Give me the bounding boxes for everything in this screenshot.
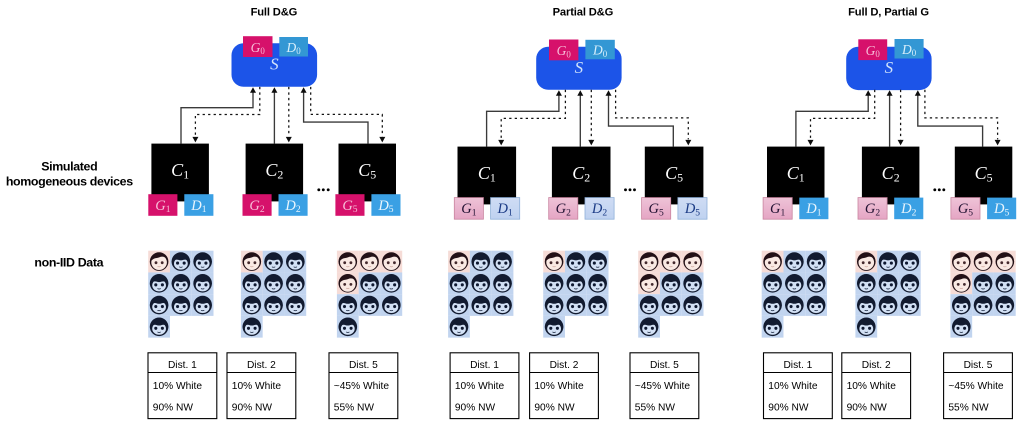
svg-text:homogeneous devices: homogeneous devices [6, 174, 133, 188]
svg-text:55% NW: 55% NW [635, 403, 676, 414]
svg-text:10% White: 10% White [455, 381, 505, 392]
svg-text:90% NW: 90% NW [455, 403, 496, 414]
svg-text:Dist. 5: Dist. 5 [349, 360, 378, 371]
svg-text:Dist. 2: Dist. 2 [550, 360, 579, 371]
svg-text:Dist. 5: Dist. 5 [964, 360, 993, 371]
svg-text:55% NW: 55% NW [334, 403, 375, 414]
svg-text:90% NW: 90% NW [847, 403, 888, 414]
svg-text:90% NW: 90% NW [534, 403, 575, 414]
svg-text:non-IID Data: non-IID Data [34, 256, 103, 270]
svg-text:90% NW: 90% NW [153, 403, 194, 414]
svg-text:~45% White: ~45% White [635, 381, 691, 392]
svg-text:Simulated: Simulated [41, 160, 97, 174]
svg-text:S: S [575, 58, 584, 77]
svg-text:S: S [885, 58, 894, 77]
svg-text:S: S [270, 55, 279, 74]
svg-text:55% NW: 55% NW [948, 403, 989, 414]
svg-text:10% White: 10% White [847, 381, 897, 392]
svg-text:Dist. 1: Dist. 1 [783, 360, 812, 371]
svg-text:10% White: 10% White [768, 381, 818, 392]
svg-text:Dist. 2: Dist. 2 [862, 360, 891, 371]
svg-text:~45% White: ~45% White [334, 381, 390, 392]
svg-text:10% White: 10% White [153, 381, 203, 392]
svg-text:Full D&G: Full D&G [251, 6, 298, 18]
svg-text:Dist. 1: Dist. 1 [168, 360, 197, 371]
svg-text:10% White: 10% White [232, 381, 282, 392]
svg-text:90% NW: 90% NW [768, 403, 809, 414]
svg-text:~45% White: ~45% White [948, 381, 1004, 392]
svg-text:10% White: 10% White [534, 381, 584, 392]
svg-text:90% NW: 90% NW [232, 403, 273, 414]
svg-text:Full D, Partial G: Full D, Partial G [848, 6, 929, 18]
svg-text:Dist. 1: Dist. 1 [470, 360, 499, 371]
svg-text:Partial D&G: Partial D&G [553, 6, 614, 18]
svg-text:Dist. 2: Dist. 2 [247, 360, 276, 371]
svg-text:Dist. 5: Dist. 5 [650, 360, 679, 371]
